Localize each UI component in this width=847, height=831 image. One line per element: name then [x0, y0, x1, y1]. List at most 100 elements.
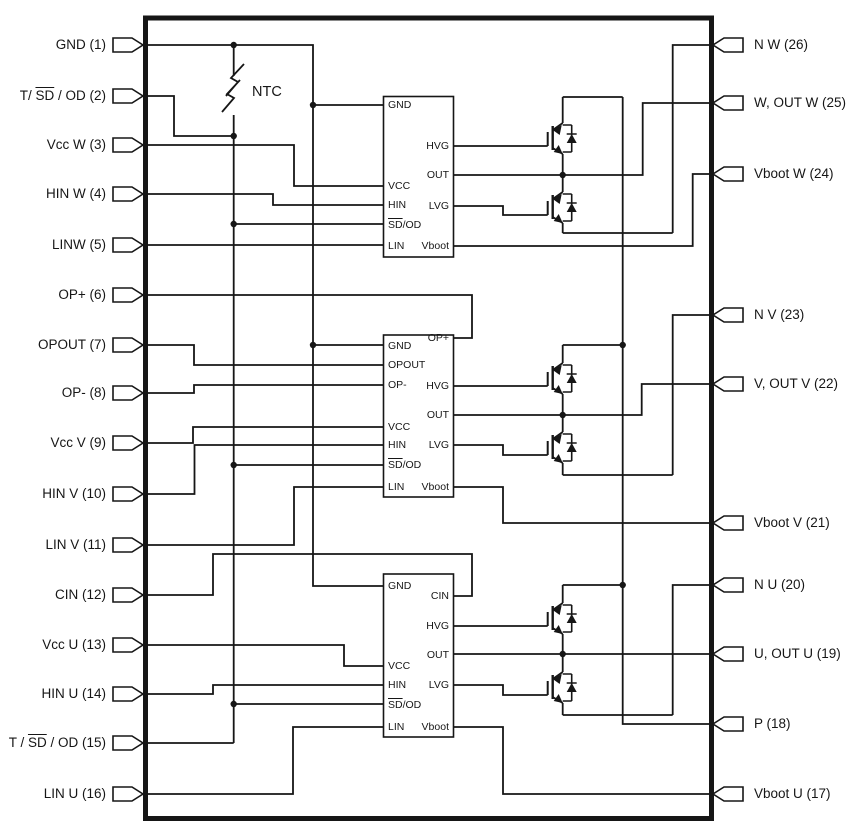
gate-driver-block-w: [382, 95, 455, 258]
wire-vcc-v: [143, 426, 384, 444]
pin-label-nw-26: N W (26): [754, 37, 808, 52]
wire-op-minus: [143, 384, 384, 394]
term-v-gnd: GND: [388, 340, 412, 352]
wire-cin: [143, 553, 473, 597]
pin-arrow-cin-12: [112, 587, 144, 603]
wire-lin-u: [143, 726, 384, 795]
term-overline: SD: [388, 459, 403, 471]
wire-n-v: [671, 314, 712, 475]
pin-label-p-18: P (18): [754, 716, 791, 731]
wire-lin-v: [143, 486, 384, 546]
junction-dot: [559, 171, 566, 179]
junction-dot: [230, 700, 237, 708]
term-v-vcc: VCC: [388, 421, 411, 433]
wire-out-w: [453, 102, 712, 176]
pin-label-opminus-8: OP- (8): [61, 385, 106, 400]
term-u-lvg: LVG: [428, 679, 449, 691]
wire-n-u: [671, 584, 712, 715]
junction-dot: [619, 341, 626, 349]
term-u-vboot: Vboot: [421, 721, 449, 733]
pin-arrow-vccv-9: [112, 435, 144, 451]
term-u-sdod: SD/OD: [388, 699, 421, 711]
junction-dot: [619, 581, 626, 589]
term-v-hin: HIN: [388, 439, 407, 451]
left-pin-arrows: [112, 37, 144, 802]
igbt-high-side-u: [546, 601, 578, 636]
pin-label-linu-16: LIN U (16): [43, 786, 106, 801]
junction-dot: [230, 41, 237, 49]
pin-arrow-outv-22: [712, 376, 744, 392]
wire-vboot-w: [453, 173, 712, 247]
term-w-out: OUT: [426, 169, 449, 181]
ntc-label: NTC: [252, 84, 282, 100]
wire-lvg-u: [453, 684, 548, 696]
wire-opout: [143, 344, 384, 366]
igbt-high-side-w: [546, 121, 578, 156]
pin-label-outu-19: U, OUT U (19): [754, 646, 841, 661]
wire-hin-v: [143, 444, 384, 495]
right-pin-arrows: [712, 37, 744, 802]
pin-label-vccw-3: Vcc W (3): [46, 137, 106, 152]
wire-half-bridge-u: [561, 584, 673, 716]
wire-hin-w: [143, 193, 384, 206]
junction-dot: [309, 101, 317, 109]
pin-arrow-nu-20: [712, 577, 744, 593]
pin-label-hinv-10: HIN V (10): [42, 486, 106, 501]
pin-label-tsdod-15: T / SD / OD (15): [0, 733, 106, 753]
pin-label-nu-20: N U (20): [754, 577, 806, 592]
pin-arrow-nw-26: [712, 37, 744, 53]
junction-dot: [230, 132, 237, 140]
term-w-sdod: SD/OD: [388, 219, 421, 231]
wire-lvg-w: [453, 205, 548, 216]
pin-label-text: T/: [19, 88, 36, 103]
pin-label-vccu-13: Vcc U (13): [42, 637, 106, 652]
wire-half-bridge-w: [561, 96, 673, 234]
term-text: /OD: [402, 459, 422, 471]
junction-dots: [230, 41, 626, 708]
pin-label-vbootv-21: Vboot V (21): [754, 515, 830, 530]
term-text: /OD: [402, 699, 422, 711]
pin-arrow-hinu-14: [112, 686, 144, 702]
term-v-out: OUT: [426, 409, 449, 421]
igbt-high-side-v: [546, 361, 578, 396]
gate-driver-block-v: [382, 334, 455, 498]
pin-label-linw-5: LINW (5): [52, 237, 106, 252]
pin-label-linv-11: LIN V (11): [45, 537, 106, 552]
junction-dot: [559, 650, 566, 658]
term-w-gnd: GND: [388, 99, 412, 111]
term-u-hvg: HVG: [426, 620, 449, 632]
pin-arrow-vbootw-24: [712, 166, 744, 182]
pin-label-opout-7: OPOUT (7): [37, 337, 106, 352]
pin-label-overline: SD: [35, 88, 55, 103]
term-u-gnd: GND: [388, 580, 412, 592]
wire-p-rail: [621, 97, 712, 725]
ntc-symbol: [221, 63, 245, 113]
term-v-sdod: SD/OD: [388, 459, 421, 471]
junction-dot: [230, 220, 237, 228]
term-v-opout: OPOUT: [388, 359, 426, 371]
wire-sd-od-net: [143, 45, 384, 744]
pin-arrow-vccu-13: [112, 637, 144, 653]
term-u-cin: CIN: [430, 590, 449, 602]
term-w-vboot: Vboot: [421, 240, 449, 252]
pin-label-hinw-4: HIN W (4): [46, 186, 106, 201]
pin-arrow-linu-16: [112, 786, 144, 802]
pin-arrow-outu-19: [712, 646, 744, 662]
pin-label-hinu-14: HIN U (14): [41, 686, 106, 701]
term-w-hvg: HVG: [426, 140, 449, 152]
term-v-vboot: Vboot: [421, 481, 449, 493]
pin-label-gnd-1: GND (1): [55, 37, 106, 52]
pin-arrow-linw-5: [112, 237, 144, 253]
pin-arrow-linv-11: [112, 537, 144, 553]
term-w-vcc: VCC: [388, 180, 411, 192]
pin-arrow-p-18: [712, 716, 744, 732]
pin-label-vccv-9: Vcc V (9): [50, 435, 106, 450]
pin-label-outw-25: W, OUT W (25): [754, 95, 847, 110]
wire-vcc-u: [143, 644, 384, 667]
pin-label-outv-22: V, OUT V (22): [754, 376, 839, 391]
junction-dot: [559, 411, 566, 419]
term-v-opplus: OP+: [427, 332, 449, 344]
pin-arrow-opminus-8: [112, 385, 144, 401]
